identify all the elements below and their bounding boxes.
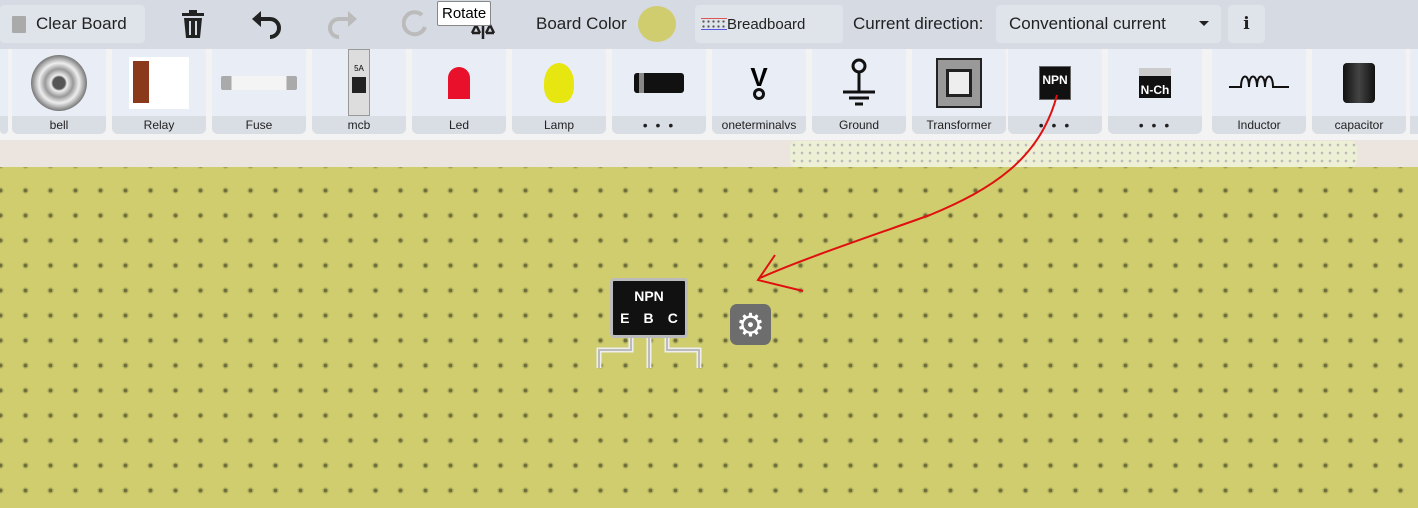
component-led[interactable]: Led xyxy=(412,49,506,134)
settings-button[interactable]: ⚙ xyxy=(730,304,771,345)
led-icon xyxy=(448,66,470,99)
rotate-tooltip: Rotate xyxy=(437,1,492,26)
transistor-legs xyxy=(596,338,702,368)
undo-button[interactable] xyxy=(250,5,284,43)
relay-icon xyxy=(129,56,189,109)
component-capacitor[interactable]: capacitor xyxy=(1312,49,1406,134)
rotate-icon xyxy=(402,10,427,37)
delete-button[interactable] xyxy=(180,5,210,43)
component-ground[interactable]: Ground xyxy=(812,49,906,134)
info-button[interactable]: i xyxy=(1228,5,1265,43)
rotate-button[interactable] xyxy=(402,5,432,43)
transistor-label: NPN xyxy=(634,288,664,304)
cylinder-icon xyxy=(634,72,684,93)
clear-board-button[interactable]: Clear Board xyxy=(0,5,145,43)
component-inductor[interactable]: Inductor xyxy=(1212,49,1306,134)
component-relay[interactable]: Relay xyxy=(112,49,206,134)
bell-icon xyxy=(31,54,87,111)
redo-button[interactable] xyxy=(325,5,359,43)
component-fuse[interactable]: Fuse xyxy=(212,49,306,134)
trash-icon xyxy=(12,15,26,33)
current-direction-label: Current direction: xyxy=(853,14,984,33)
transformer-icon xyxy=(936,57,982,108)
circuit-board[interactable] xyxy=(0,167,1418,508)
flip-icon xyxy=(470,19,496,39)
component-npn[interactable]: NPN• • • xyxy=(1008,49,1102,134)
pin-collector[interactable]: C xyxy=(667,310,678,326)
component-lamp[interactable]: Lamp xyxy=(512,49,606,134)
lamp-icon xyxy=(544,62,574,103)
mosfet-icon: N-Ch xyxy=(1139,67,1171,98)
placed-npn-transistor[interactable]: NPN E B C xyxy=(596,278,702,370)
component-transformer[interactable]: Transformer xyxy=(912,49,1006,134)
fuse-icon xyxy=(221,75,297,90)
board-color-swatch[interactable] xyxy=(638,6,676,42)
toolbar: Clear Board Rotate Board Color Breadboar… xyxy=(0,0,1418,49)
pin-emitter[interactable]: E xyxy=(620,310,630,326)
breadboard-button[interactable]: Breadboard xyxy=(695,5,843,43)
trash-icon xyxy=(182,10,204,38)
pin-base[interactable]: B xyxy=(643,310,654,326)
undo-icon xyxy=(252,11,281,39)
component-partial-right[interactable] xyxy=(1410,49,1418,134)
current-direction-select[interactable]: Conventional current xyxy=(996,5,1221,43)
flip-button[interactable] xyxy=(468,5,498,43)
component-bell[interactable]: bell xyxy=(12,49,106,134)
voltage-source-icon: V xyxy=(712,49,806,116)
breadboard-strip[interactable] xyxy=(790,141,1357,167)
ground-icon xyxy=(843,58,875,105)
caret-down-icon xyxy=(1199,21,1209,31)
inductor-icon xyxy=(1229,75,1289,88)
component-nchannel[interactable]: N-Ch• • • xyxy=(1108,49,1202,134)
component-partial[interactable] xyxy=(0,49,8,134)
redo-icon xyxy=(328,11,357,39)
capacitor-icon xyxy=(1343,62,1375,103)
component-resistor[interactable]: • • • xyxy=(612,49,706,134)
board-color-label: Board Color xyxy=(536,14,627,33)
mcb-icon: 5A xyxy=(348,49,370,116)
gear-icon: ⚙ xyxy=(736,306,765,343)
npn-icon: NPN xyxy=(1039,65,1071,100)
breadboard-icon xyxy=(701,18,727,30)
